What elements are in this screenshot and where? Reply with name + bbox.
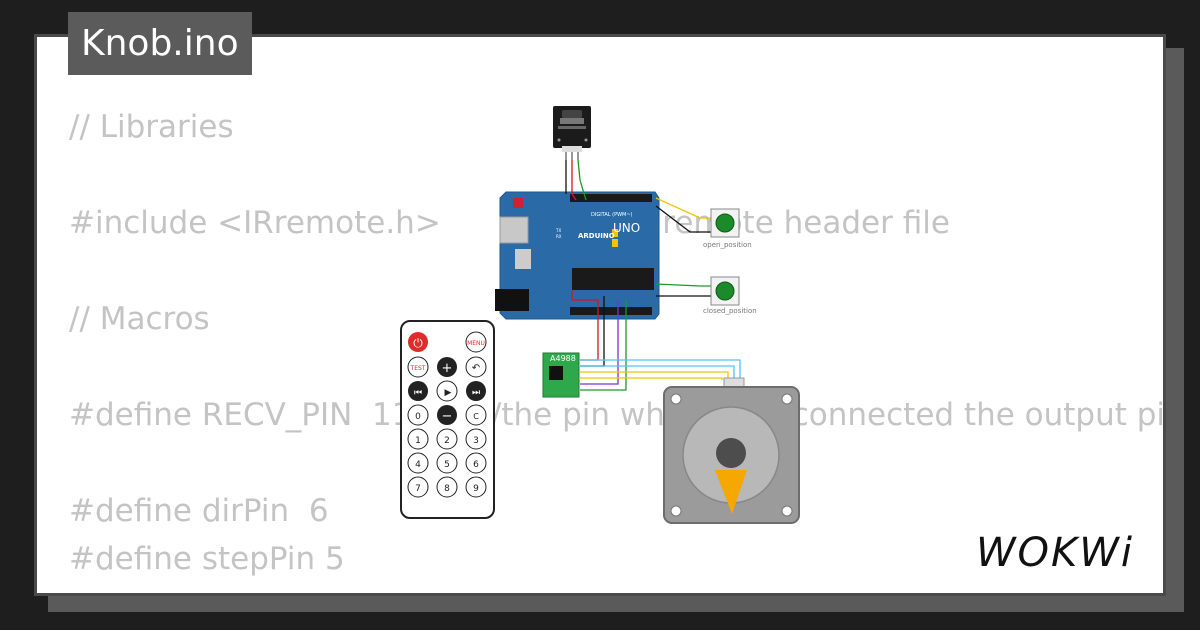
wires — [565, 159, 741, 391]
play-button-glyph: ▶ — [445, 388, 452, 398]
zero-button-label: 0 — [415, 412, 421, 422]
clear-button-label: C — [473, 412, 479, 421]
ir-receiver-module — [553, 106, 591, 160]
closed-position-button: closed_position — [703, 276, 757, 315]
arduino-brand: ARDUINO — [578, 232, 615, 240]
arduino-tx-label: TX — [555, 228, 561, 233]
open-position-button: open_position — [703, 208, 752, 249]
plus-button-glyph: + — [442, 361, 453, 376]
digit-9: 9 — [473, 484, 479, 494]
wokwi-logo[interactable]: WOKWi — [972, 524, 1152, 580]
digit-4: 4 — [415, 460, 421, 470]
prev-button-glyph: ⏮ — [414, 388, 422, 398]
digit-2: 2 — [444, 436, 450, 446]
a4988-driver: A4988 — [542, 352, 580, 398]
digit-7: 7 — [415, 484, 421, 494]
arduino-uno-board: DIGITAL (PWM~) ARDUINO UNO TX RX — [495, 191, 660, 320]
back-button-glyph: ↶ — [472, 363, 480, 374]
arduino-rx-label: RX — [556, 234, 562, 239]
digit-1: 1 — [415, 436, 421, 446]
driver-label: A4988 — [550, 354, 576, 363]
arduino-header-label: DIGITAL (PWM~) — [591, 212, 633, 218]
menu-button-label: MENU — [467, 340, 485, 347]
open-position-label: open_position — [703, 241, 752, 249]
closed-position-label: closed_position — [703, 307, 757, 315]
power-button-glyph: ⏻ — [413, 336, 423, 350]
wokwi-logo-text: WOKWi — [976, 530, 1134, 576]
digit-8: 8 — [444, 484, 450, 494]
stepper-motor — [663, 377, 800, 524]
minus-button-glyph: − — [442, 409, 453, 424]
next-button-glyph: ⏭ — [472, 388, 480, 398]
digit-6: 6 — [473, 460, 479, 470]
digit-5: 5 — [444, 460, 450, 470]
project-title[interactable]: Knob.ino — [68, 12, 252, 75]
ir-remote: ⏻ MENU TEST + ↶ ⏮ ▶ ⏭ 0 − C 1 2 3 4 5 6 … — [400, 320, 495, 519]
test-button-label: TEST — [410, 365, 426, 372]
digit-3: 3 — [473, 436, 479, 446]
arduino-model: UNO — [613, 221, 640, 235]
